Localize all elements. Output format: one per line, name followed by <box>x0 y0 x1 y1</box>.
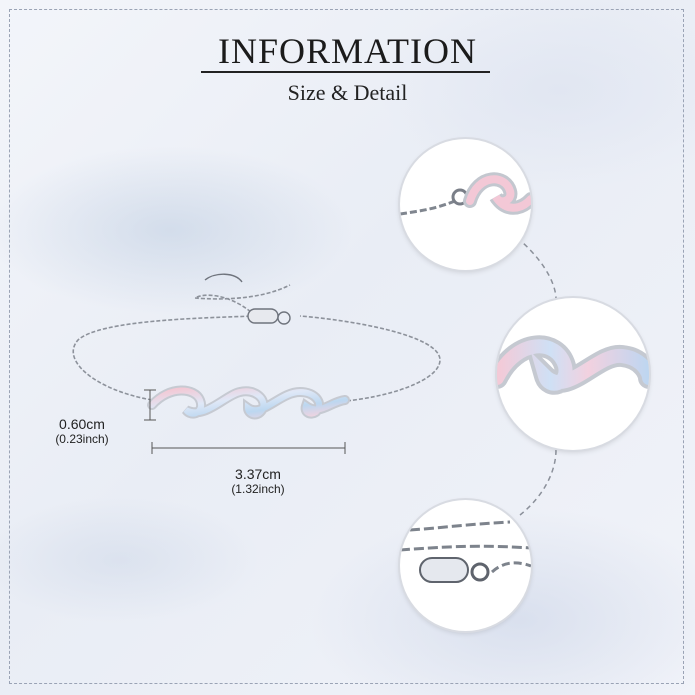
width-inch: (1.32inch) <box>231 482 285 496</box>
height-cm: 0.60cm <box>59 416 105 432</box>
dashed-frame <box>9 9 684 684</box>
dimension-lines <box>144 389 346 454</box>
page-title: INFORMATION <box>217 31 477 71</box>
width-dimension: 3.37cm (1.32inch) <box>198 466 318 496</box>
page-subtitle: Size & Detail <box>287 80 408 105</box>
opal-waves-detail-image <box>497 335 649 395</box>
detail-circle-opal-waves <box>497 298 649 450</box>
width-cm: 3.37cm <box>235 466 281 482</box>
height-dimension: 0.60cm (0.23inch) <box>22 416 142 446</box>
detail-circle-clasp <box>400 500 531 631</box>
wave-pendant <box>147 385 350 420</box>
clasp-detail-image <box>400 520 531 583</box>
title-underline <box>201 71 490 73</box>
height-inch: (0.23inch) <box>55 432 109 446</box>
bracelet-clasp <box>204 273 291 325</box>
detail-circle-wave-end <box>400 139 531 270</box>
bracelet-chain <box>72 284 441 403</box>
wave-end-detail-image <box>400 172 531 216</box>
